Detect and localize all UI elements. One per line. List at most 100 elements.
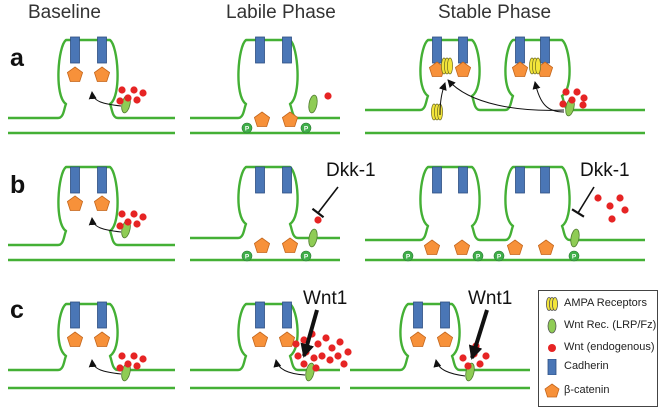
beta-catenin (537, 239, 555, 255)
cadherin (70, 166, 80, 194)
wnt-dot (300, 360, 308, 368)
phospho-label: P (572, 254, 577, 261)
wnt-receptor (570, 228, 580, 248)
wnt-dot (573, 88, 581, 96)
wnt-receptor (308, 228, 318, 248)
beta-catenin (281, 111, 299, 127)
dkk1-inhibition-stable (577, 186, 595, 214)
spine-membrane (8, 38, 175, 120)
legend-label-beta-catenin: β-catenin (564, 384, 610, 396)
ampa-receptor (441, 57, 453, 75)
dkk1-inhibition-labile (317, 186, 339, 214)
wnt1-label-labile: Wnt1 (303, 288, 348, 309)
wnt-dot (559, 100, 567, 108)
wnt-dot (621, 206, 629, 214)
inhibition-bar (571, 208, 585, 218)
membrane-layer (8, 38, 645, 390)
column-heading-baseline: Baseline (28, 2, 101, 23)
cadherin-icon (547, 359, 557, 375)
beta-catenin (454, 61, 472, 77)
beta-catenin (436, 331, 454, 347)
wnt-dot (116, 364, 124, 372)
beta-catenin (93, 331, 111, 347)
wnt1-application-arrow-stable (468, 309, 489, 360)
wnt-dot (336, 338, 344, 346)
beta-catenin (66, 66, 84, 82)
spine-membrane (365, 165, 495, 242)
wnt-dot (116, 97, 124, 105)
wnt-dot (579, 101, 587, 109)
phospho-marker (241, 250, 253, 262)
ampa-receptor (431, 103, 443, 121)
wnt-dot (340, 360, 348, 368)
legend-label-wnt: Wnt (endogenous) (564, 341, 655, 353)
phospho-label: P (304, 254, 309, 261)
phospho-marker (300, 250, 312, 262)
phospho-marker (241, 122, 253, 134)
signal-arrow (532, 81, 565, 113)
row-label-b: b (10, 171, 26, 199)
dkk1-label-stable: Dkk-1 (580, 160, 630, 181)
cadherin (432, 36, 442, 64)
legend-item-cadherin: Cadherin (543, 359, 657, 375)
phospho-label: P (406, 254, 411, 261)
cadherin (97, 166, 107, 194)
cadherin (515, 166, 525, 194)
wnt1-label-stable: Wnt1 (468, 288, 513, 309)
row-label-c: c (10, 296, 24, 324)
beta-catenin (66, 195, 84, 211)
cadherin (515, 36, 525, 64)
phospho-label: P (497, 254, 502, 261)
wnt-dot (334, 352, 342, 360)
wnt-dot (139, 89, 147, 97)
signal-arrow (438, 82, 447, 116)
beta-catenin (453, 239, 471, 255)
cadherin (458, 166, 468, 194)
cadherin (282, 301, 292, 329)
wnt-dot (608, 215, 616, 223)
legend-item-wnt-receptor: Wnt Rec. (LRP/Fz) (543, 318, 657, 334)
wnt-dot (130, 352, 138, 360)
phospho-label: P (476, 254, 481, 261)
signal-arrow (273, 359, 306, 376)
phospho-marker (568, 250, 580, 262)
beta-catenin (93, 66, 111, 82)
wnt-dot (314, 216, 322, 224)
spine-membrane (365, 38, 495, 112)
cadherin (70, 301, 80, 329)
column-heading-stable-phase: Stable Phase (438, 2, 552, 23)
signal-arrow (447, 79, 565, 111)
column-heading-labile-phase: Labile Phase (226, 2, 336, 23)
wnt-dot (464, 362, 472, 370)
legend-label-ampa: AMPA Receptors (564, 297, 647, 309)
wnt-dot (318, 352, 326, 360)
signal-arrow (88, 91, 122, 107)
cadherin (540, 166, 550, 194)
cadherin (255, 166, 265, 194)
wnt-dot (133, 96, 141, 104)
beta-catenin (253, 237, 271, 253)
legend-label-cadherin: Cadherin (564, 360, 609, 372)
wnt-dot (118, 352, 126, 360)
wnt-dot (124, 360, 132, 368)
cadherin (255, 301, 265, 329)
wnt-dot (326, 356, 334, 364)
row-label-a: a (10, 44, 24, 72)
cadherin (413, 301, 423, 329)
wnt-dot (133, 220, 141, 228)
spine-membrane (190, 165, 340, 240)
beta-catenin (253, 111, 271, 127)
phospho-label: P (304, 126, 309, 133)
beta-catenin (251, 331, 269, 347)
cadherin (432, 166, 442, 194)
wnt-dot (322, 334, 330, 342)
cadherin (282, 166, 292, 194)
wnt-dot (294, 352, 302, 360)
phospho-label: P (245, 126, 250, 133)
signal-arrow (88, 217, 122, 233)
wnt-dot (324, 92, 332, 100)
phospho-marker (300, 122, 312, 134)
phospho-marker (402, 250, 414, 262)
wnt-dot (116, 222, 124, 230)
